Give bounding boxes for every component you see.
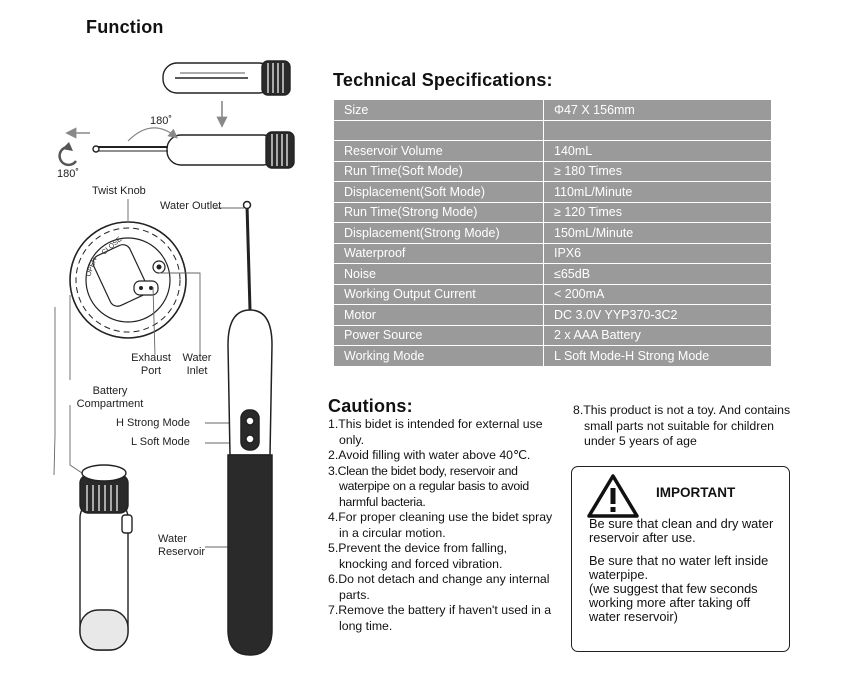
- standing-device: [227, 200, 273, 656]
- product-diagram: OPEN CLOSE: [53, 60, 295, 656]
- cautions-title: Cautions:: [328, 396, 413, 416]
- caution-item: 2.Avoid filling with water above 40℃.: [328, 448, 531, 462]
- water-outlet-label: Water Outlet: [160, 200, 222, 212]
- function-title: Function: [86, 17, 164, 37]
- exhaust-port-label: Exhaust Port: [131, 352, 171, 377]
- spec-value: IPX6: [543, 242, 772, 264]
- spec-row: Working Output Current< 200mA: [333, 283, 772, 305]
- spec-row: Power Source 2 x AAA Battery: [333, 324, 772, 346]
- spec-key: Waterproof: [333, 242, 544, 264]
- spec-row: Noise≤65dB: [333, 263, 772, 285]
- important-p1: Be sure that clean and dry water reservo…: [589, 516, 774, 545]
- folded-device-top: [162, 60, 291, 96]
- battery-compartment-label: Battery Compartment: [76, 385, 144, 410]
- angle-label-left: 180˚: [57, 168, 80, 180]
- strong-mode-label: H Strong Mode: [116, 417, 190, 429]
- spec-key: [333, 119, 544, 141]
- spec-key: Run Time(Strong Mode): [333, 201, 544, 223]
- specs-title: Technical Specifications:: [333, 70, 553, 90]
- spec-value: 140mL: [543, 140, 772, 162]
- caution-item: 6.Do not detach and change any internal …: [328, 572, 550, 602]
- spec-row: [333, 119, 772, 141]
- spec-key: Working Mode: [333, 345, 544, 367]
- spec-row: Displacement(Strong Mode)150mL/Minute: [333, 222, 772, 244]
- important-box: IMPORTANT Be sure that clean and dry wat…: [571, 466, 790, 652]
- water-inlet-label: Water Inlet: [182, 352, 212, 377]
- spec-value: 150mL/Minute: [543, 222, 772, 244]
- spec-key: Power Source: [333, 324, 544, 346]
- twist-knob-diagram: [69, 221, 187, 339]
- spec-value: ≥ 180 Times: [543, 160, 772, 182]
- spec-row: Displacement(Soft Mode)110mL/Minute: [333, 181, 772, 203]
- caution-item: 3.Clean the bidet body, reservoir and wa…: [328, 463, 529, 509]
- cautions-list: 1.This bidet is intended for external us…: [328, 417, 554, 634]
- soft-mode-label: L Soft Mode: [131, 436, 190, 448]
- spec-row: Run Time(Strong Mode)≥ 120 Times: [333, 201, 772, 223]
- caution-item: 1.This bidet is intended for external us…: [328, 417, 543, 447]
- unfolded-device: [92, 131, 295, 169]
- spec-value: 2 x AAA Battery: [543, 324, 772, 346]
- spec-value: 110mL/Minute: [543, 181, 772, 203]
- spec-value: < 200mA: [543, 283, 772, 305]
- water-reservoir-label: Water Reservoir: [158, 533, 206, 558]
- spec-key: Motor: [333, 304, 544, 326]
- spec-value: [543, 119, 772, 141]
- caution-item: 7.Remove the battery if haven't used in …: [328, 603, 552, 633]
- spec-key: Size: [333, 99, 544, 121]
- spec-row: Run Time(Soft Mode)≥ 180 Times: [333, 160, 772, 182]
- spec-value: L Soft Mode-H Strong Mode: [543, 345, 772, 367]
- spec-key: Reservoir Volume: [333, 140, 544, 162]
- water-reservoir-diagram: [79, 464, 133, 651]
- spec-key: Displacement(Soft Mode): [333, 181, 544, 203]
- caution-item: 4.For proper cleaning use the bidet spra…: [328, 510, 553, 540]
- twist-knob-label: Twist Knob: [92, 185, 146, 197]
- warning-triangle-icon: [587, 474, 639, 518]
- spec-key: Noise: [333, 263, 544, 285]
- spec-key: Working Output Current: [333, 283, 544, 305]
- spec-value: Φ47 X 156mm: [543, 99, 772, 121]
- important-p2: Be sure that no water left inside waterp…: [589, 553, 769, 582]
- spec-key: Run Time(Soft Mode): [333, 160, 544, 182]
- caution-item: 5.Prevent the device from falling, knock…: [328, 541, 508, 571]
- spec-value: ≥ 120 Times: [543, 201, 772, 223]
- angle-label-top: 180˚: [150, 115, 173, 127]
- important-title: IMPORTANT: [656, 485, 736, 500]
- spec-key: Displacement(Strong Mode): [333, 222, 544, 244]
- spec-value: DC 3.0V YYP370-3C2: [543, 304, 772, 326]
- caution-item-8: 8.This product is not a toy. And contain…: [573, 403, 791, 448]
- spec-value: ≤65dB: [543, 263, 772, 285]
- important-p3: (we suggest that few seconds working mor…: [589, 581, 758, 624]
